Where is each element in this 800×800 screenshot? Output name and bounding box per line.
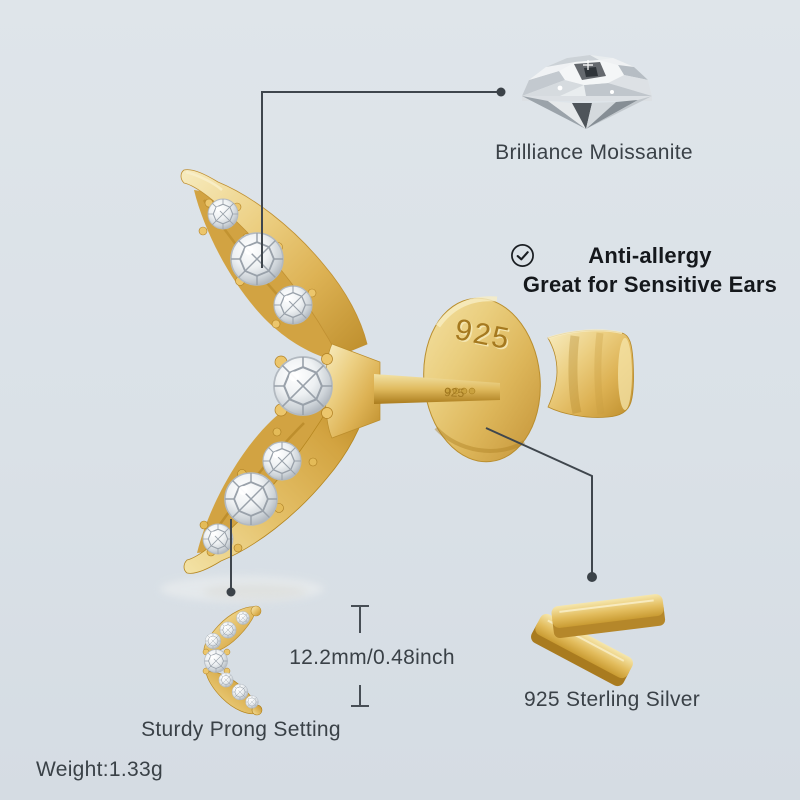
dimension-bracket: [351, 605, 369, 707]
diamond-gem-image: [522, 55, 652, 129]
center-prongs: [274, 353, 333, 419]
callout-line-silver: [485, 427, 593, 574]
stud-earring-image: 925: [180, 169, 500, 574]
stud-post: 925: [374, 374, 500, 404]
callout-line-moissanite: [261, 91, 501, 268]
gold-bar-upper: [551, 594, 666, 639]
front-earring-image: [202, 605, 263, 716]
size-measurement-label: 12.2mm/0.48inch: [289, 646, 455, 669]
weight-label: Weight:1.33g: [36, 758, 163, 781]
anti-allergy-block: Anti-allergy Great for Sensitive Ears: [510, 243, 790, 298]
moissanite-label: Brilliance Moissanite: [495, 141, 693, 164]
callout-dots: [226, 87, 597, 597]
gold-bars-image: [531, 594, 666, 687]
sterling-silver-label: 925 Sterling Silver: [523, 688, 701, 711]
prong-setting-label: Sturdy Prong Setting: [141, 718, 341, 741]
check-circle-icon: [511, 244, 534, 267]
anti-allergy-text: Anti-allergy: [588, 243, 712, 268]
earring-back-disc: 925 925: [423, 296, 541, 463]
sensitive-ears-text: Great for Sensitive Ears: [522, 272, 778, 297]
reflection: [160, 576, 324, 602]
callout-lines: [230, 91, 593, 589]
post-925-stamp: 925: [444, 385, 465, 400]
anti-allergy-line1: Anti-allergy: [510, 243, 790, 269]
butterfly-clutch: [547, 329, 634, 418]
